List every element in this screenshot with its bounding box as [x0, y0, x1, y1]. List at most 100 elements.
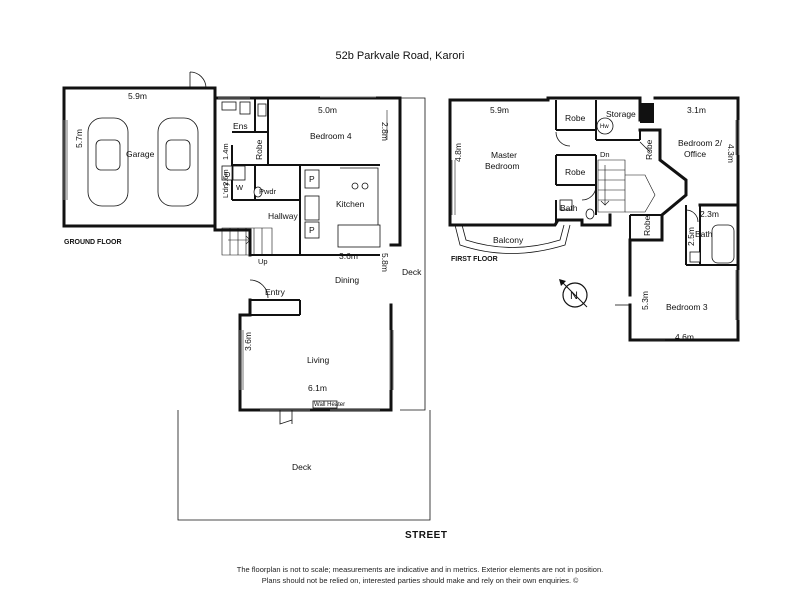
copyright-mark: © — [573, 578, 579, 585]
living-height: 3.6m — [243, 332, 253, 351]
washer-label: W — [236, 183, 244, 192]
first-bath-toilet — [689, 251, 701, 263]
north-compass: N — [559, 279, 588, 308]
compass-n: N — [570, 290, 578, 302]
living-width: 6.1m — [308, 383, 327, 393]
balcony-label: Balcony — [493, 235, 524, 245]
bed4-width: 5.0m — [318, 105, 337, 115]
master-height: 4.8m — [453, 143, 463, 162]
bed3-height: 5.3m — [640, 291, 650, 310]
garage-label: Garage — [126, 149, 155, 159]
bed4-height: 2.8m — [380, 122, 390, 141]
first-windows — [451, 120, 740, 341]
robe-bed3-walls — [629, 214, 662, 240]
living-label: Living — [307, 355, 329, 365]
garage-cars — [87, 117, 199, 207]
laundry-label: L'dry — [221, 182, 230, 198]
robe-bed2-label: Robe — [644, 139, 654, 160]
first-outer-walls — [448, 96, 740, 342]
pantry-1 — [304, 169, 320, 189]
master-width: 5.9m — [490, 105, 509, 115]
first-stairs — [597, 159, 656, 213]
powder-label: Pwdr — [259, 187, 277, 196]
dining-label: Dining — [335, 275, 359, 285]
wall-heater — [312, 400, 338, 409]
master-bath-label: Bath — [560, 203, 578, 213]
hot-water-cylinder — [596, 117, 614, 135]
ground-floor-label: GROUND FLOOR — [64, 239, 122, 246]
dryer-label: D — [225, 170, 231, 179]
master-bath-door — [581, 185, 597, 201]
entry-door — [249, 279, 269, 299]
robe-bed3-label: Robe — [642, 215, 652, 236]
kitchen-fridge — [304, 195, 320, 221]
ground-floor — [62, 71, 431, 521]
powder-toilet — [253, 186, 263, 198]
first-interior-walls — [555, 100, 641, 225]
bed3-width: 4.6m — [675, 332, 694, 342]
ensuite-shower — [257, 103, 267, 117]
up-label: Up — [258, 257, 268, 266]
wall-heater-label: Wall Heater — [314, 402, 345, 408]
ensuite-toilet — [239, 101, 251, 115]
bed2-height: 4.3m — [726, 144, 736, 163]
pantry-2 — [304, 221, 320, 239]
garage-width: 5.9m — [128, 91, 147, 101]
disclaimer-line-2: Plans should not be relied on, intereste… — [261, 576, 572, 585]
disclaimer-line-1: The floorplan is not to scale; measureme… — [236, 565, 604, 574]
hw-label: Hw — [600, 124, 609, 130]
first-bath-label: Bath — [695, 229, 713, 239]
laundry-dim-1: 1.4m — [221, 143, 230, 160]
garage-door — [189, 71, 207, 89]
robe-master-door — [555, 131, 571, 147]
kitchen-island — [337, 224, 381, 248]
bedroom4-label: Bedroom 4 — [310, 131, 352, 141]
kitchen-counter — [340, 167, 379, 225]
master-label: Master — [491, 150, 517, 160]
ensuite-basin — [221, 101, 237, 111]
front-deck-outline — [177, 410, 431, 521]
ground-stairs — [221, 227, 273, 256]
first-bath-tub — [711, 224, 735, 264]
living-door — [279, 410, 293, 425]
disclaimer: The floorplan is not to scale; measureme… — [0, 564, 800, 587]
kitchen-label: Kitchen — [336, 199, 365, 209]
bedroom2-label: Bedroom 2/ — [678, 138, 723, 148]
first-floor — [448, 96, 740, 342]
side-deck-outline — [400, 97, 426, 411]
garage-height: 5.7m — [74, 129, 84, 148]
bath-height: 2.5m — [686, 227, 696, 246]
storage-black-block — [640, 103, 654, 123]
bed2-width: 3.1m — [687, 105, 706, 115]
pantry-1-label: P — [309, 174, 315, 184]
hallway-label: Hallway — [268, 211, 299, 221]
balcony-rail-outer — [454, 224, 571, 254]
deck-front-label: Deck — [292, 462, 312, 472]
master-bath-basin — [559, 199, 573, 211]
ground-windows — [218, 96, 394, 411]
robe-ground-label: Robe — [254, 139, 264, 160]
bed2-door — [639, 141, 651, 153]
street-label: STREET — [405, 530, 448, 541]
deck-side-label: Deck — [402, 267, 422, 277]
plan-title: 52b Parkvale Road, Karori — [335, 50, 465, 62]
entry-label: Entry — [265, 287, 286, 297]
ensuite-label: Ens — [233, 121, 248, 131]
robe-mid-label: Robe — [565, 167, 586, 177]
hob-1 — [351, 182, 359, 190]
robe-master-label: Robe — [565, 113, 586, 123]
first-bath-door — [685, 209, 699, 223]
garage-window — [63, 120, 68, 200]
kitchen-width: 3.6m — [339, 251, 358, 261]
dn-label: Dn — [600, 150, 610, 159]
office-label: Office — [684, 149, 706, 159]
master-label-2: Bedroom — [485, 161, 520, 171]
washer-box — [232, 165, 246, 181]
dining-height: 5.8m — [380, 253, 390, 272]
balcony-rail-inner — [461, 224, 565, 248]
bed3-corner — [629, 305, 665, 341]
first-floor-label: FIRST FLOOR — [451, 256, 498, 263]
laundry-dim-2: 2.6m — [221, 169, 230, 186]
hob-2 — [361, 182, 369, 190]
